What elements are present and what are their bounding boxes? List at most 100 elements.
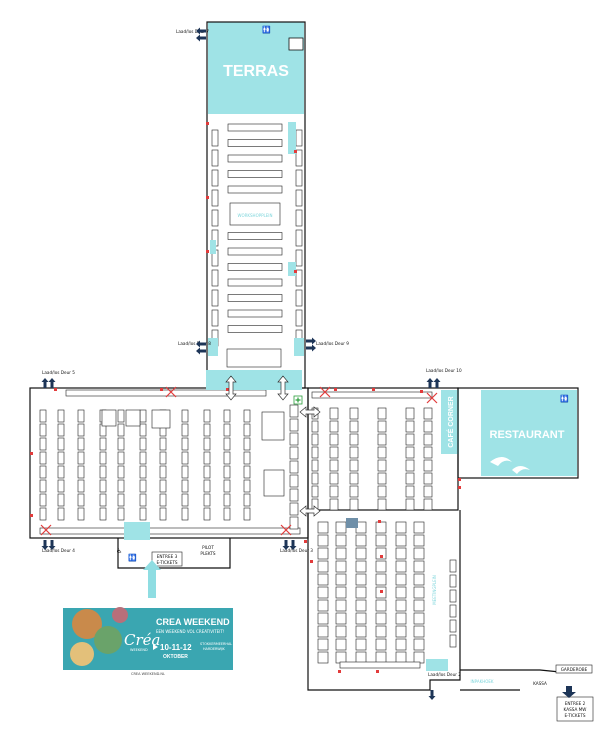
stand[interactable] xyxy=(181,409,189,423)
stand[interactable] xyxy=(117,507,125,521)
stand[interactable] xyxy=(203,507,211,521)
stand[interactable] xyxy=(77,493,85,507)
stand[interactable] xyxy=(117,493,125,507)
stand[interactable] xyxy=(295,149,303,167)
stand[interactable] xyxy=(227,247,283,256)
stand[interactable] xyxy=(227,123,283,132)
terras-zone[interactable] xyxy=(208,22,304,114)
stand[interactable] xyxy=(377,472,387,485)
stand[interactable] xyxy=(311,459,319,472)
stand[interactable] xyxy=(99,437,107,451)
stand[interactable] xyxy=(395,612,407,625)
stand[interactable] xyxy=(243,451,251,465)
stand[interactable] xyxy=(375,612,387,625)
stand[interactable] xyxy=(349,485,359,498)
stand[interactable] xyxy=(413,651,425,664)
stand[interactable] xyxy=(39,527,301,535)
stand[interactable] xyxy=(261,411,285,441)
stand[interactable] xyxy=(349,420,359,433)
stand[interactable] xyxy=(139,465,147,479)
stand[interactable] xyxy=(295,269,303,287)
stand[interactable] xyxy=(77,423,85,437)
stand[interactable] xyxy=(405,485,415,498)
stand[interactable] xyxy=(405,472,415,485)
stand[interactable] xyxy=(289,418,299,432)
stand[interactable] xyxy=(311,472,319,485)
stand[interactable] xyxy=(349,433,359,446)
stand[interactable] xyxy=(295,169,303,187)
stand[interactable] xyxy=(413,560,425,573)
stand[interactable] xyxy=(355,651,367,664)
stand[interactable] xyxy=(335,638,347,651)
workshop-block[interactable] xyxy=(229,202,281,226)
stand[interactable] xyxy=(355,625,367,638)
stand[interactable] xyxy=(413,573,425,586)
stand[interactable] xyxy=(289,474,299,488)
entrance2-box[interactable] xyxy=(556,696,594,722)
stand[interactable] xyxy=(227,309,283,318)
stand[interactable] xyxy=(223,437,231,451)
stand[interactable] xyxy=(335,521,347,534)
stand[interactable] xyxy=(57,465,65,479)
stand[interactable] xyxy=(355,547,367,560)
stand[interactable] xyxy=(125,409,141,427)
stand[interactable] xyxy=(339,661,421,669)
stand[interactable] xyxy=(349,459,359,472)
stand[interactable] xyxy=(39,451,47,465)
stand[interactable] xyxy=(423,459,433,472)
stand[interactable] xyxy=(223,465,231,479)
stand[interactable] xyxy=(243,479,251,493)
stand[interactable] xyxy=(151,409,171,429)
stand[interactable] xyxy=(349,472,359,485)
stand[interactable] xyxy=(317,625,329,638)
stand[interactable] xyxy=(203,451,211,465)
stand[interactable] xyxy=(449,604,457,618)
stand[interactable] xyxy=(117,437,125,451)
stand[interactable] xyxy=(39,493,47,507)
stand[interactable] xyxy=(211,129,219,147)
stand[interactable] xyxy=(375,638,387,651)
stand[interactable] xyxy=(329,472,339,485)
stand[interactable] xyxy=(449,589,457,603)
stand[interactable] xyxy=(413,521,425,534)
stand[interactable] xyxy=(449,574,457,588)
stand[interactable] xyxy=(181,493,189,507)
stand[interactable] xyxy=(181,465,189,479)
stand[interactable] xyxy=(39,479,47,493)
stand[interactable] xyxy=(77,465,85,479)
stand[interactable] xyxy=(211,289,219,307)
stand[interactable] xyxy=(99,451,107,465)
stand[interactable] xyxy=(77,437,85,451)
stand[interactable] xyxy=(311,420,319,433)
north-bottom-block[interactable] xyxy=(226,348,282,368)
stand[interactable] xyxy=(317,521,329,534)
stand[interactable] xyxy=(377,446,387,459)
stand[interactable] xyxy=(317,573,329,586)
stand[interactable] xyxy=(139,493,147,507)
stand[interactable] xyxy=(311,446,319,459)
stand[interactable] xyxy=(289,516,299,530)
stand[interactable] xyxy=(117,409,125,423)
stand[interactable] xyxy=(405,446,415,459)
stand[interactable] xyxy=(377,485,387,498)
stand[interactable] xyxy=(211,169,219,187)
stand[interactable] xyxy=(423,498,433,511)
stand[interactable] xyxy=(395,560,407,573)
stand[interactable] xyxy=(329,420,339,433)
stand[interactable] xyxy=(117,423,125,437)
stand[interactable] xyxy=(289,446,299,460)
stand[interactable] xyxy=(65,389,267,397)
stand[interactable] xyxy=(377,433,387,446)
stand[interactable] xyxy=(377,459,387,472)
stand[interactable] xyxy=(449,559,457,573)
stand[interactable] xyxy=(395,586,407,599)
stand[interactable] xyxy=(395,625,407,638)
stand[interactable] xyxy=(295,249,303,267)
stand[interactable] xyxy=(289,432,299,446)
stand[interactable] xyxy=(335,651,347,664)
stand[interactable] xyxy=(395,547,407,560)
stand[interactable] xyxy=(181,451,189,465)
stand[interactable] xyxy=(375,625,387,638)
stand[interactable] xyxy=(405,433,415,446)
stand[interactable] xyxy=(263,469,285,497)
